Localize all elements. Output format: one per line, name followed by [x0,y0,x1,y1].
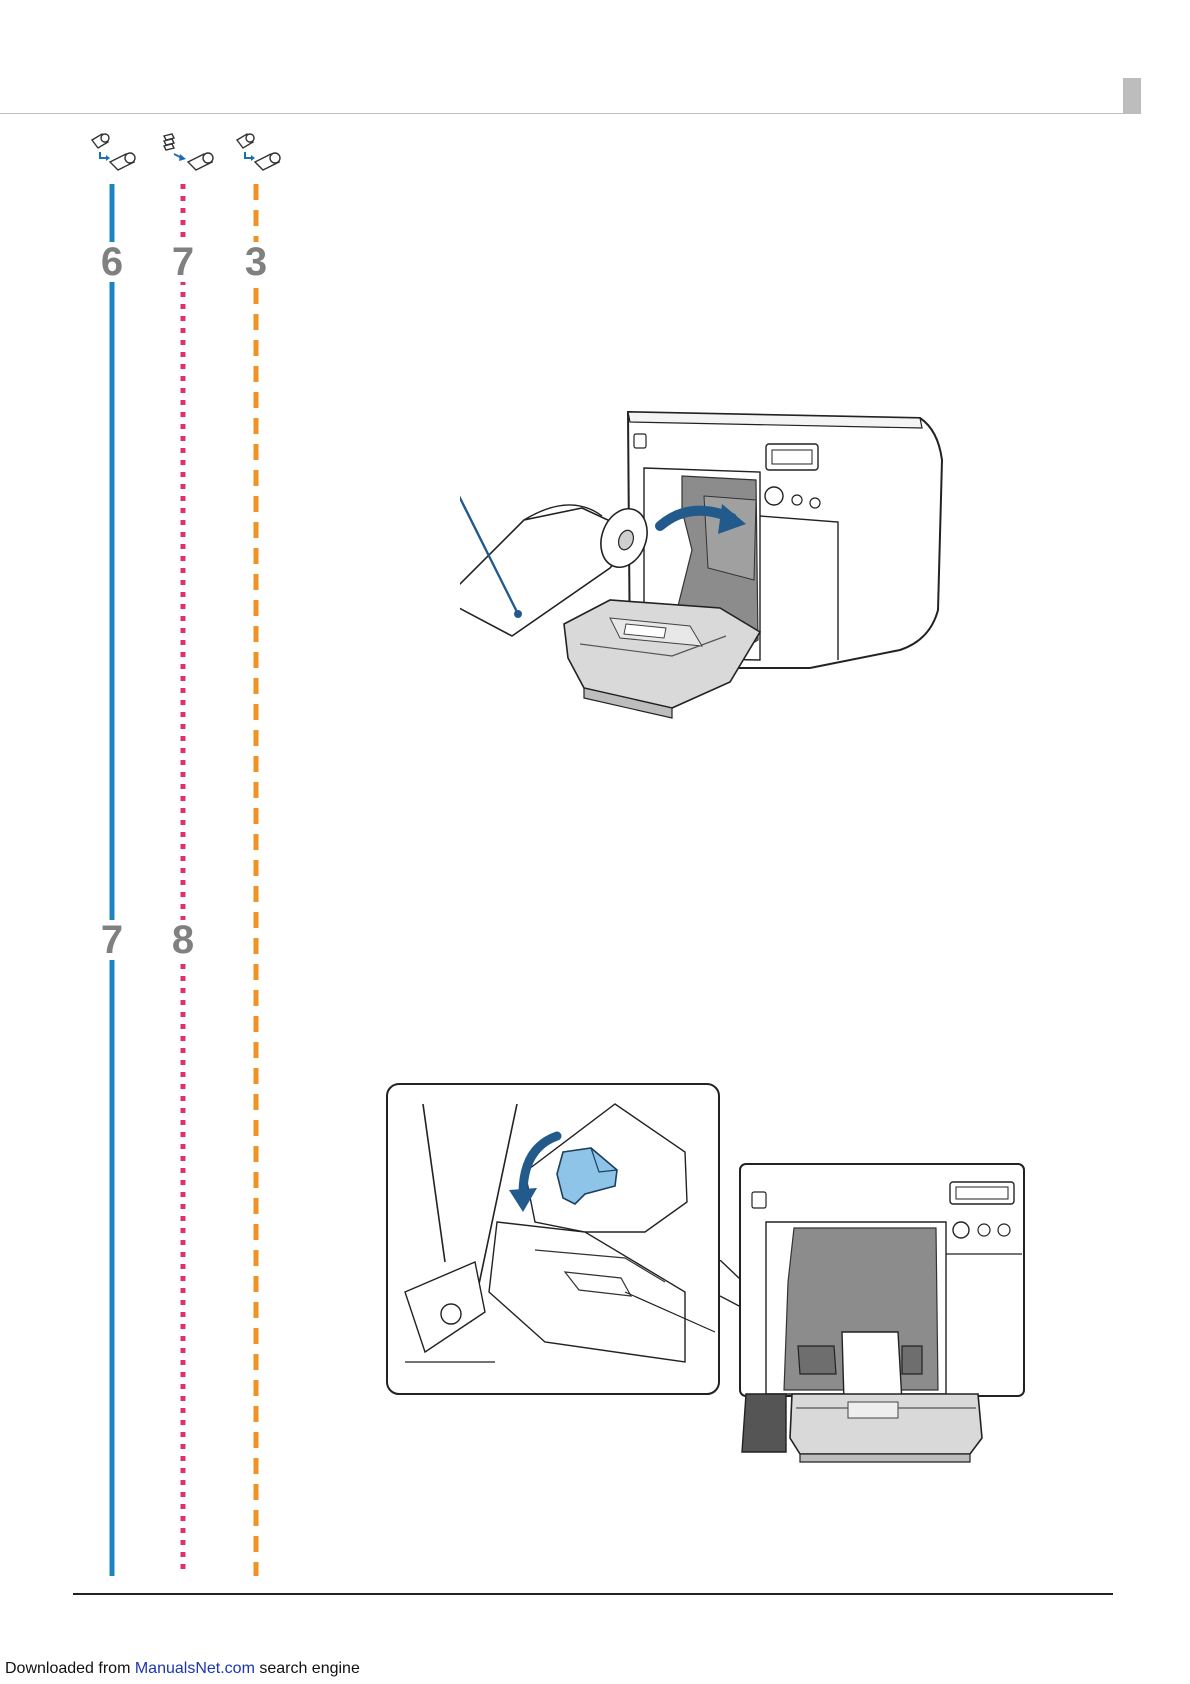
lever-detail-inset-illustration [385,1082,721,1396]
footer-rule [73,1593,1113,1595]
manualsnet-link[interactable]: ManualsNet.com [135,1660,255,1677]
step-number: 7 [163,242,203,282]
footer-suffix: search engine [255,1660,360,1677]
section-tab-marker [1123,78,1141,114]
step-number: 7 [92,920,132,960]
printer-roll-loading-illustration [460,400,950,740]
step-number: 6 [92,242,132,282]
footer-prefix: Downloaded from [5,1660,135,1677]
step-number: 3 [236,242,276,282]
footer-download-notice: Downloaded from ManualsNet.com search en… [5,1660,360,1678]
step-number: 8 [163,920,203,960]
printer-front-view-illustration [738,1162,1028,1468]
